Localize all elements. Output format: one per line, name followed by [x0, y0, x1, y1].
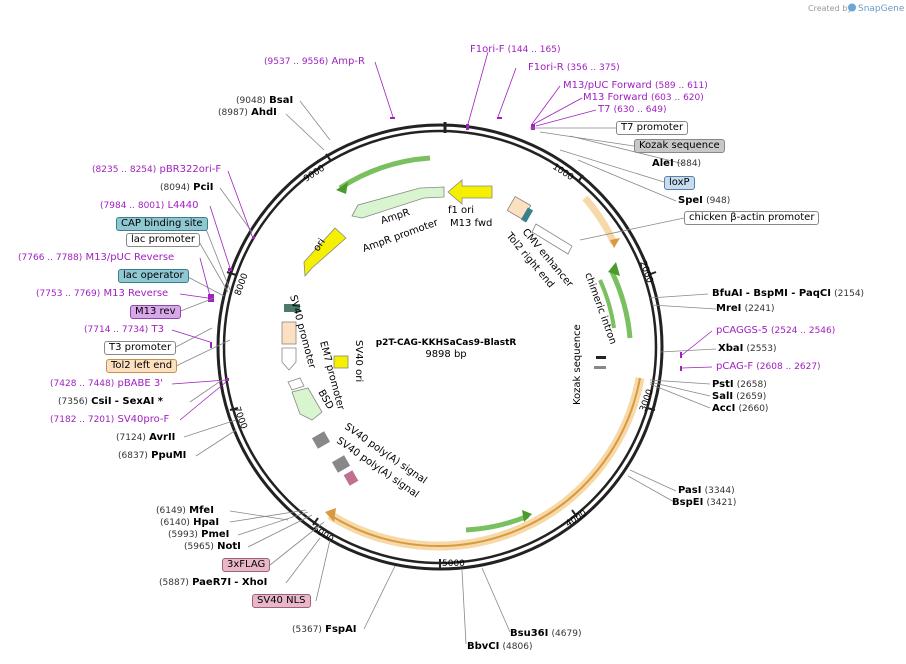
primer-sv40pro-f[interactable]: (7182 .. 7201) SV40pro-F — [50, 414, 170, 425]
feature-box-loxp[interactable]: loxP — [664, 176, 695, 190]
f1-ori-label: f1 ori — [448, 205, 474, 216]
polya-shape-1 — [311, 431, 331, 449]
feature-box-t7-promoter[interactable]: T7 promoter — [616, 121, 689, 135]
green-arc-top — [338, 155, 431, 191]
cmv-enhancer-arrow — [531, 223, 573, 255]
kozak-mark-2 — [594, 366, 606, 369]
primer-pcag-f[interactable]: pCAG-F (2608 .. 2627) — [716, 361, 821, 372]
tick-label-4000: 4000 — [564, 509, 589, 530]
enzyme-acci[interactable]: AccI (2660) — [712, 403, 769, 414]
primer-f1ori-f[interactable]: F1ori-F (144 .. 165) — [470, 44, 561, 55]
tick-label-1000: 1000 — [550, 162, 575, 183]
enzyme-paer7i[interactable]: (5887) PaeR7I - XhoI — [159, 577, 268, 588]
tol2-left-shape — [281, 321, 297, 345]
enzyme-csii[interactable]: (7356) CsiI - SexAI * — [58, 396, 164, 407]
feature-box-m13-rev[interactable]: M13 rev — [130, 305, 181, 319]
plasmid-length: 9898 bp — [425, 349, 466, 360]
feature-box-chicken-actin-promoter[interactable]: chicken β-actin promoter — [684, 211, 820, 225]
green-arc-right — [609, 270, 633, 339]
ampr-arrow — [351, 186, 445, 219]
feature-box-3xflag[interactable]: 3xFLAG — [222, 558, 271, 572]
watermark-prefix: Created by — [808, 4, 852, 13]
enzyme-bfuai[interactable]: BfuAI - BspMI - PaqCI (2154) — [712, 288, 865, 299]
sv40-ori-shape — [333, 355, 349, 369]
feature-box-lac-operator[interactable]: lac operator — [118, 269, 189, 283]
enzyme-bsai[interactable]: (9048) BsaI — [236, 95, 294, 106]
ori-arrow — [303, 227, 347, 277]
snapgene-logo-icon — [848, 3, 856, 12]
tick-label-5000: 5000 — [442, 559, 465, 569]
feature-box-cap-binding-site[interactable]: CAP binding site — [116, 217, 208, 231]
enzyme-pasi[interactable]: PasI (3344) — [678, 485, 735, 496]
primer-m13-puc-reverse[interactable]: (7766 .. 7788) M13/pUC Reverse — [18, 252, 175, 263]
enzyme-bspei[interactable]: BspEI (3421) — [672, 497, 737, 508]
tick-label-2000: 2000 — [637, 260, 654, 285]
tick-marks — [226, 153, 657, 568]
enzyme-fspai[interactable]: (5367) FspAI — [292, 624, 357, 635]
primer-t3[interactable]: (7714 .. 7734) T3 — [84, 324, 164, 335]
primer-amp-r[interactable]: (9537 .. 9556) Amp-R — [264, 56, 365, 67]
enzyme-leaders — [173, 100, 717, 645]
loxp-shape — [520, 207, 534, 223]
enzyme-bsu36i[interactable]: Bsu36I (4679) — [510, 628, 582, 639]
enzyme-mrei[interactable]: MreI (2241) — [716, 303, 775, 314]
ampr-promoter-label: AmpR promoter — [361, 217, 440, 255]
tick-label-9000: 9000 — [302, 164, 327, 185]
f1-ori-arrow — [447, 179, 493, 205]
enzyme-sali[interactable]: SalI (2659) — [712, 391, 767, 402]
enzyme-alei[interactable]: AleI (884) — [652, 158, 702, 169]
enzyme-spei[interactable]: SpeI (948) — [678, 195, 731, 206]
m13-fwd-label: M13 fwd — [450, 218, 492, 229]
enzyme-ppumi[interactable]: (6837) PpuMI — [118, 450, 187, 461]
primer-t7[interactable]: T7 (630 .. 649) — [598, 104, 667, 115]
enzyme-avrii[interactable]: (7124) AvrII — [116, 432, 176, 443]
primer-l4440[interactable]: (7984 .. 8001) L4440 — [100, 200, 199, 211]
nls-shape — [343, 470, 359, 486]
primer-marks — [208, 117, 682, 381]
feature-box-tol2-left-end[interactable]: Tol2 left end — [106, 359, 178, 373]
enzyme-pcii[interactable]: (8094) PciI — [160, 182, 214, 193]
primer-pcaggs-5[interactable]: pCAGGS-5 (2524 .. 2546) — [716, 325, 836, 336]
primer-m13-forward[interactable]: M13 Forward (603 .. 620) — [583, 92, 704, 103]
cas9-arrowhead — [325, 508, 336, 522]
feature-box-kozak-sequence[interactable]: Kozak sequence — [634, 139, 725, 153]
enzyme-xbai[interactable]: XbaI (2553) — [718, 343, 777, 354]
enzyme-psti[interactable]: PstI (2658) — [712, 379, 767, 390]
enzyme-noti[interactable]: (5965) NotI — [184, 541, 241, 552]
primer-m13-reverse[interactable]: (7753 .. 7769) M13 Reverse — [36, 288, 169, 299]
polya-shape-2 — [331, 455, 351, 473]
lac-cluster-shape — [284, 304, 300, 312]
primer-f1ori-r[interactable]: F1ori-R (356 .. 375) — [528, 62, 620, 73]
feature-box-lac-promoter[interactable]: lac promoter — [126, 233, 200, 247]
sv40-ori-label: SV40 ori — [353, 340, 364, 382]
sv40-promoter-arrow — [281, 347, 297, 371]
bsd-arrow — [291, 387, 323, 421]
plasmid-name: p2T-CAG-KKHSaCas9-BlastR — [376, 338, 517, 348]
enzyme-ahdi[interactable]: (8987) AhdI — [218, 107, 277, 118]
primer-pbr322ori-f[interactable]: (8235 .. 8254) pBR322ori-F — [92, 164, 222, 175]
enzyme-mfei[interactable]: (6149) MfeI — [156, 505, 214, 516]
enzyme-bbvci[interactable]: BbvCI (4806) — [467, 641, 533, 652]
enzyme-pmei[interactable]: (5993) PmeI — [168, 529, 230, 540]
cas9-arc-edge — [329, 377, 641, 547]
enzyme-hpai[interactable]: (6140) HpaI — [160, 517, 220, 528]
kozak-mark-1 — [596, 356, 606, 359]
watermark-brand: SnapGene — [858, 4, 905, 14]
backbone-outer — [216, 123, 664, 571]
feature-box-t3-promoter[interactable]: T3 promoter — [104, 341, 177, 355]
kozak-sequence-label: Kozak sequence — [572, 324, 583, 405]
primer-leaders — [171, 51, 713, 421]
feature-box-sv40-nls[interactable]: SV40 NLS — [252, 594, 311, 608]
primer-pbabe-3[interactable]: (7428 .. 7448) pBABE 3' — [50, 378, 163, 389]
primer-m13-puc-forward[interactable]: M13/pUC Forward (589 .. 611) — [563, 80, 708, 91]
